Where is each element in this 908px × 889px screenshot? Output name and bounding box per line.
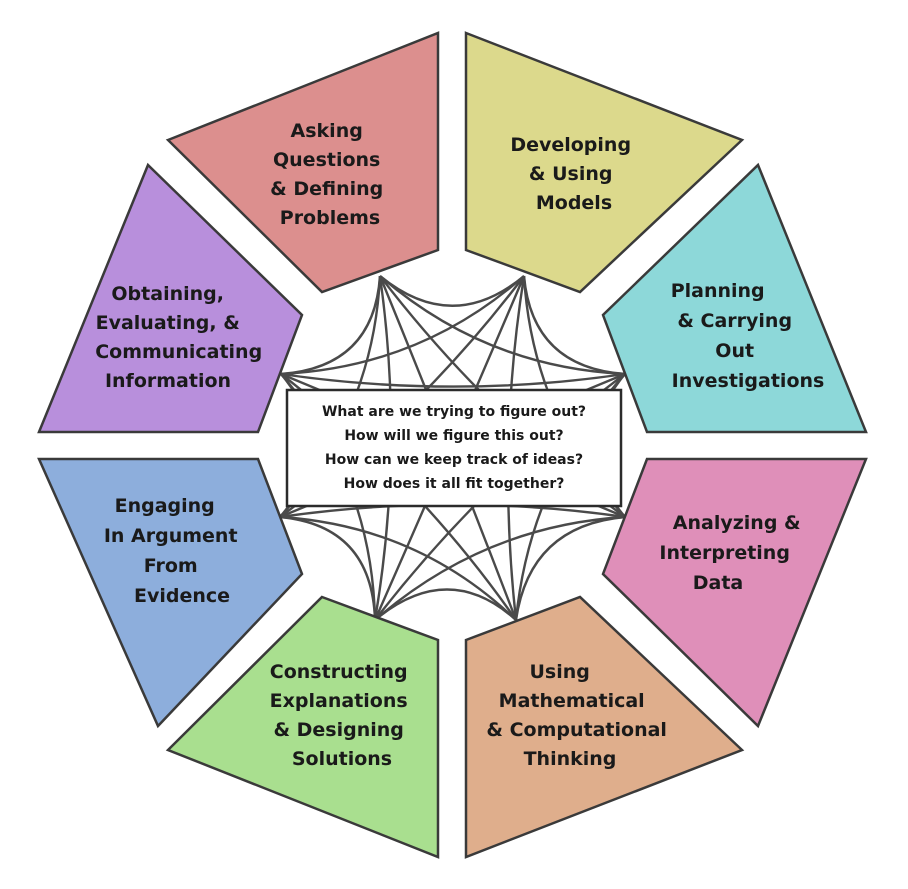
segment-analyzing: Analyzing & Interpreting Data xyxy=(601,457,868,729)
segment-engaging: Engaging In Argument From Evidence xyxy=(37,457,304,729)
center-question: How will we figure this out? xyxy=(344,428,563,444)
practice-segments: Asking Questions & Defining Problems Dev… xyxy=(37,31,868,859)
label-line: Information xyxy=(105,370,231,392)
segment-asking: Asking Questions & Defining Problems xyxy=(165,31,440,294)
segment-asking-label: Asking Questions & Defining Problems xyxy=(270,120,390,229)
segment-developing: Developing & Using Models xyxy=(464,31,745,294)
segment-analyzing-label: Analyzing & Interpreting Data xyxy=(659,512,807,594)
connection-line xyxy=(379,275,525,307)
connection-line xyxy=(280,372,626,388)
connection-line xyxy=(279,515,517,621)
segment-math: Using Mathematical & Computational Think… xyxy=(464,595,745,859)
connection-line xyxy=(374,588,517,621)
connection-line xyxy=(522,275,626,376)
label-line: Analyzing & xyxy=(673,512,801,534)
segment-obtaining: Obtaining, Evaluating, & Communicating I… xyxy=(37,162,304,434)
segment-planning: Planning & Carrying Out Investigations xyxy=(601,162,868,434)
label-line: Data xyxy=(693,572,744,594)
center-question: What are we trying to figure out? xyxy=(322,404,586,420)
segment-constructing-shape xyxy=(165,595,440,859)
label-line: Models xyxy=(536,192,612,214)
segment-engaging-shape xyxy=(37,457,304,729)
segment-obtaining-label: Obtaining, Evaluating, & Communicating I… xyxy=(95,283,269,392)
label-line: Communicating xyxy=(95,341,262,363)
connection-line xyxy=(280,275,382,376)
segment-planning-label: Planning & Carrying Out Investigations xyxy=(671,280,825,392)
label-line: Explanations xyxy=(270,690,408,712)
connection-line xyxy=(374,515,626,621)
segment-developing-label: Developing & Using Models xyxy=(510,134,637,214)
center-question: How does it all fit together? xyxy=(344,476,565,492)
segment-constructing: Constructing Explanations & Designing So… xyxy=(165,595,440,859)
segment-engaging-label: Engaging In Argument From Evidence xyxy=(104,495,244,607)
label-line: & Carrying xyxy=(677,310,792,332)
segment-math-label: Using Mathematical & Computational Think… xyxy=(486,661,673,770)
label-line: From xyxy=(144,555,198,577)
segment-developing-shape xyxy=(464,31,745,294)
label-line: Constructing xyxy=(270,661,408,683)
label-line: Questions xyxy=(273,149,380,171)
connection-line xyxy=(280,275,525,376)
label-line: Investigations xyxy=(672,370,825,392)
label-line: Interpreting xyxy=(659,542,790,564)
label-line: Planning xyxy=(671,280,765,302)
label-line: Evaluating, & xyxy=(96,312,240,334)
label-line: Out xyxy=(715,340,754,362)
center-questions-box: What are we trying to figure out? How wi… xyxy=(285,388,623,508)
center-box-frame xyxy=(285,388,623,508)
connection-line xyxy=(514,515,626,621)
label-line: Solutions xyxy=(292,748,392,770)
label-line: Developing xyxy=(510,134,631,156)
label-line: Using xyxy=(529,661,589,683)
label-line: Asking xyxy=(291,120,363,142)
segment-planning-shape xyxy=(601,162,868,434)
label-line: Obtaining, xyxy=(111,283,224,305)
label-line: Evidence xyxy=(134,585,230,607)
segment-obtaining-shape xyxy=(37,162,304,434)
center-question: How can we keep track of ideas? xyxy=(325,452,583,468)
label-line: & Using xyxy=(529,163,613,185)
label-line: Problems xyxy=(280,207,380,229)
label-line: Mathematical xyxy=(499,690,645,712)
label-line: & Defining xyxy=(270,178,383,200)
label-line: & Designing xyxy=(273,719,403,741)
segment-math-shape xyxy=(464,595,745,859)
segment-analyzing-shape xyxy=(601,457,868,729)
label-line: Engaging xyxy=(115,495,215,517)
segment-asking-shape xyxy=(165,31,440,294)
segment-constructing-label: Constructing Explanations & Designing So… xyxy=(270,661,415,770)
label-line: & Computational xyxy=(486,719,667,741)
label-line: In Argument xyxy=(104,525,238,547)
label-line: Thinking xyxy=(524,748,617,770)
